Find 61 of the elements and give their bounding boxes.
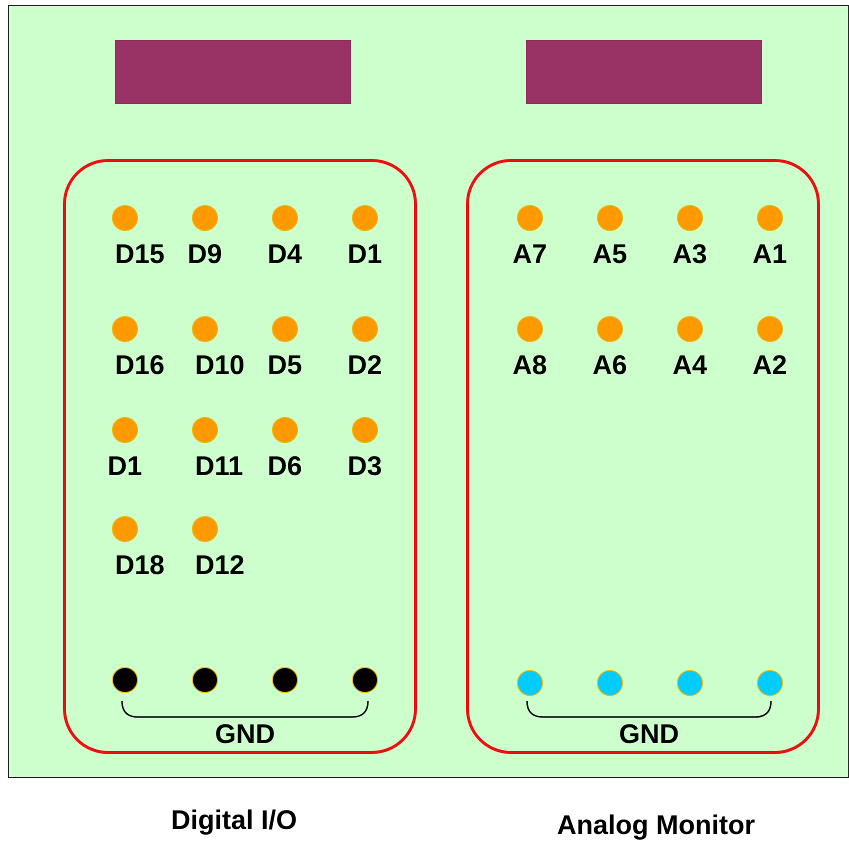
pin-label: A4 [672,350,708,380]
pin-label: D6 [268,451,302,481]
pin-label: D3 [348,451,382,481]
pin-socket [112,205,138,231]
pin-label: D1 [348,239,382,269]
pin-socket [517,670,543,696]
pin-socket [112,667,138,693]
pin-socket [192,516,218,542]
pin-label: D18 [115,550,165,580]
pin-socket [597,670,623,696]
connector-block [526,40,762,104]
pin-label: D1 [108,451,142,481]
pin-label: A3 [672,239,708,269]
pin-label: D11 [195,451,244,481]
pin-socket [677,316,703,342]
pin-label: D16 [115,350,165,380]
board-panel [8,5,849,778]
pin-socket [517,205,543,231]
connector-block [115,40,351,104]
pin-label: A5 [592,239,628,269]
pin-label: D5 [268,350,302,380]
pin-label: A6 [592,350,628,380]
pin-socket [272,316,298,342]
pin-socket [677,670,703,696]
pin-label: A8 [512,350,548,380]
pin-socket [192,205,218,231]
panel-caption: Digital I/O [171,805,298,835]
panel-caption: Analog Monitor [557,810,755,840]
pin-socket [192,667,218,693]
pin-socket [757,316,783,342]
pin-socket [757,670,783,696]
pin-socket [272,205,298,231]
pin-socket [352,417,378,443]
pin-label: D2 [348,350,382,380]
pin-socket [112,316,138,342]
pin-label: D9 [188,239,222,269]
pin-socket [272,417,298,443]
pin-label: A2 [752,350,788,380]
pin-label: D4 [268,239,302,269]
pin-socket [112,516,138,542]
pin-label: A1 [752,239,788,269]
pin-socket [272,667,298,693]
pin-label: D10 [195,350,245,380]
pin-label: D15 [115,239,165,269]
group-label: GND [215,719,275,749]
pin-socket [192,316,218,342]
pin-label: A7 [512,239,548,269]
pin-socket [597,205,623,231]
pin-socket [352,205,378,231]
pin-socket [757,205,783,231]
pin-socket [112,417,138,443]
pin-socket [192,417,218,443]
pin-socket [517,316,543,342]
pin-label: D12 [195,550,245,580]
pin-group-outline [63,159,417,754]
pin-socket [597,316,623,342]
pin-group-outline [466,159,820,754]
pin-socket [352,667,378,693]
pin-socket [677,205,703,231]
pin-socket [352,316,378,342]
group-label: GND [619,719,679,749]
